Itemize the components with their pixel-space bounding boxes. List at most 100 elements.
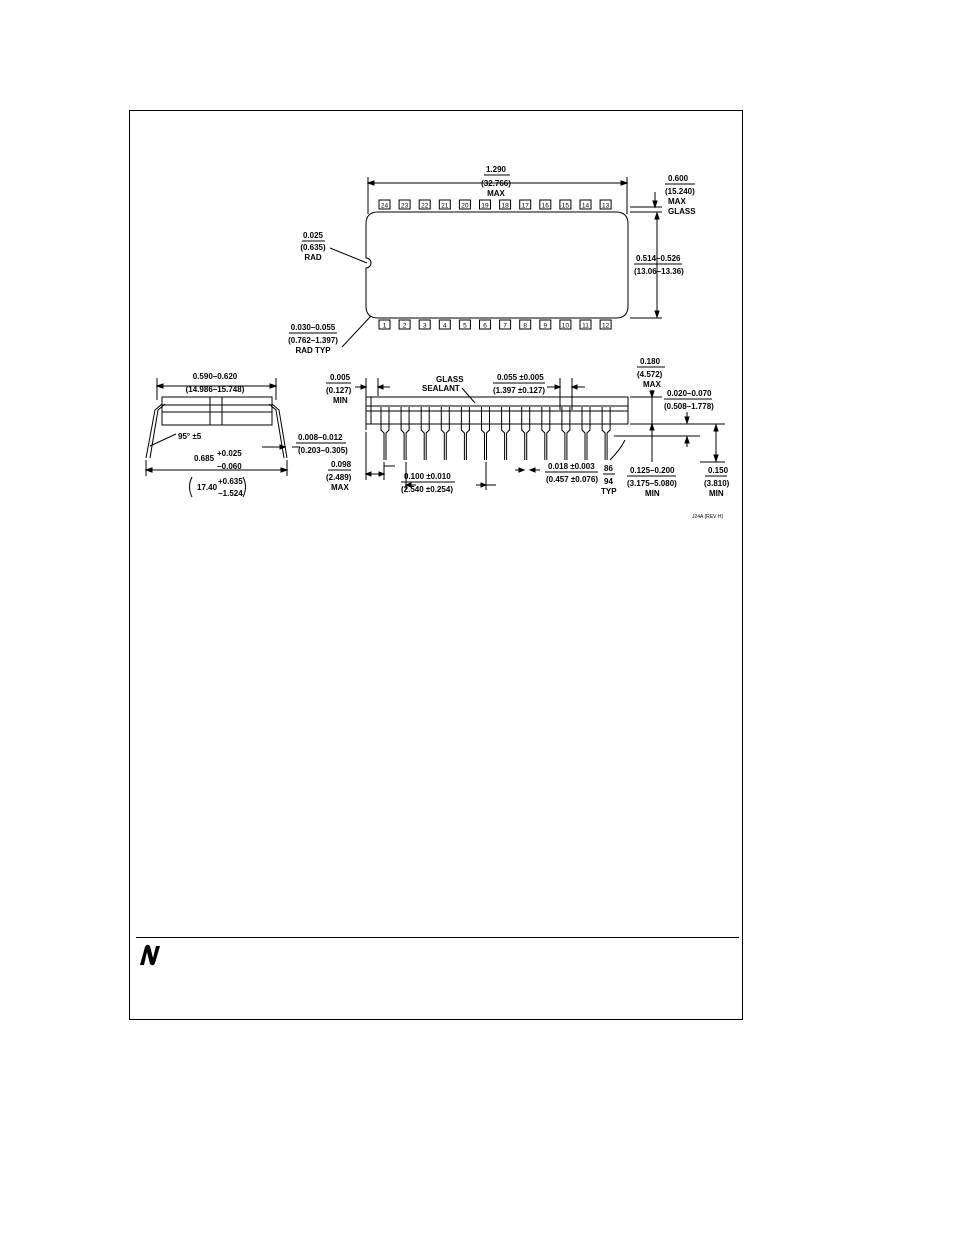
pin-label: 16 (542, 203, 550, 210)
shoulder-inch: 0.055 ±0.005 (497, 373, 544, 382)
leadwidth-mm: (0.457 ±0.076) (546, 475, 598, 484)
spread-inch: 0.685 (194, 454, 215, 463)
angle-label: 95° ±5 (178, 432, 202, 441)
top-pin-box (458, 199, 471, 210)
end-view: 0.590–0.620 (14.986–15.748) 95° ±5 0.008… (144, 372, 348, 498)
length-mm: (32.766) (481, 179, 511, 188)
pin-label: 17 (522, 203, 530, 210)
side-lead (420, 407, 430, 460)
pin-label: 21 (441, 203, 449, 210)
seat-inch: 0.150 (708, 466, 729, 475)
top-pin-box (418, 199, 431, 210)
side-lead (440, 407, 450, 460)
end-view-body (161, 396, 273, 426)
side-view: 0.005 (0.127) MIN GLASS SEALANT 0.055 ±0… (326, 357, 730, 498)
bottom-pin-box (499, 319, 512, 330)
top-pin-box (579, 199, 592, 210)
spread-mm-minus: −1.524 (218, 489, 243, 498)
side-lead (581, 407, 591, 460)
top-pin-box (539, 199, 552, 210)
standoff-inch: 0.005 (330, 373, 351, 382)
side-lead-row (380, 407, 611, 460)
pin-label: 20 (461, 203, 469, 210)
pin-label: 9 (543, 323, 547, 330)
bottom-pin-box (559, 319, 572, 330)
width-max-note1: MAX (668, 197, 686, 206)
sealant-line1: GLASS (436, 375, 464, 384)
seating-mm: (0.508–1.778) (664, 402, 714, 411)
bottom-pin-box (579, 319, 592, 330)
pin-label: 3 (423, 323, 427, 330)
endlead-note: MAX (331, 483, 349, 492)
side-lead (380, 407, 390, 460)
spread-minus: −0.060 (217, 462, 242, 471)
notch-mm: (0.635) (300, 243, 326, 252)
package-body (365, 211, 629, 319)
leadlen-inch: 0.125–0.200 (630, 466, 675, 475)
sealant-line2: SEALANT (422, 384, 460, 393)
pitch-inch: 0.100 ±0.010 (404, 472, 451, 481)
side-lead (501, 407, 511, 460)
pin-label: 12 (602, 323, 610, 330)
spread-mm: 17.40 (197, 483, 218, 492)
side-lead (521, 407, 531, 460)
pin-label: 18 (501, 203, 509, 210)
endlead-inch: 0.098 (331, 460, 352, 469)
pin-label: 5 (463, 323, 467, 330)
pin-label: 23 (401, 203, 409, 210)
pin-label: 19 (481, 203, 489, 210)
top-pin-box (438, 199, 451, 210)
side-lead (460, 407, 470, 460)
side-lead (541, 407, 551, 460)
top-pin-box (519, 199, 532, 210)
footer-divider (136, 937, 739, 938)
bottom-pin-box (539, 319, 552, 330)
bottom-pin-box (398, 319, 411, 330)
top-pin-box (378, 199, 391, 210)
pin-label: 6 (483, 323, 487, 330)
pin-label: 10 (562, 323, 570, 330)
leadangle-note: TYP (601, 487, 617, 496)
spread-mm-plus: +0.635 (218, 477, 243, 486)
pin-label: 15 (562, 203, 570, 210)
width-max-note2: GLASS (668, 207, 696, 216)
spread-plus: +0.025 (217, 449, 242, 458)
row-spacing-mm: (14.986–15.748) (186, 385, 245, 394)
endlead-mm: (2.489) (326, 473, 352, 482)
bottom-pin-box (519, 319, 532, 330)
side-lead (601, 407, 611, 460)
width-max-mm: (15.240) (665, 187, 695, 196)
bottom-pin-box (418, 319, 431, 330)
seating-inch: 0.020–0.070 (667, 389, 712, 398)
pin-label: 24 (381, 203, 389, 210)
height-mm: (4.572) (637, 370, 663, 379)
top-pin-box (398, 199, 411, 210)
pin-label: 14 (582, 203, 590, 210)
leadangle-a: 86 (604, 464, 613, 473)
width-max-inch: 0.600 (668, 174, 689, 183)
corner-inch: 0.030–0.055 (291, 323, 336, 332)
top-pin-box (479, 199, 491, 210)
lead-thick-inch: 0.008–0.012 (298, 433, 343, 442)
standoff-note: MIN (333, 396, 348, 405)
height-note: MAX (643, 380, 661, 389)
pin-label: 13 (602, 203, 610, 210)
row-spacing-inch: 0.590–0.620 (193, 372, 238, 381)
length-note: MAX (487, 189, 505, 198)
height-inch: 0.180 (640, 357, 661, 366)
length-inch: 1.290 (486, 165, 507, 174)
side-lead (400, 407, 410, 460)
pin-label: 7 (503, 323, 507, 330)
seat-mm: (3.810) (704, 479, 730, 488)
national-semiconductor-logo-icon (140, 944, 160, 966)
side-lead (561, 407, 571, 460)
notch-inch: 0.025 (303, 231, 324, 240)
leadlen-note: MIN (645, 489, 660, 498)
leadwidth-inch: 0.018 ±0.003 (548, 462, 595, 471)
pin-label: 11 (582, 323, 589, 330)
leadangle-b: 94 (604, 477, 613, 486)
standoff-mm: (0.127) (326, 386, 352, 395)
